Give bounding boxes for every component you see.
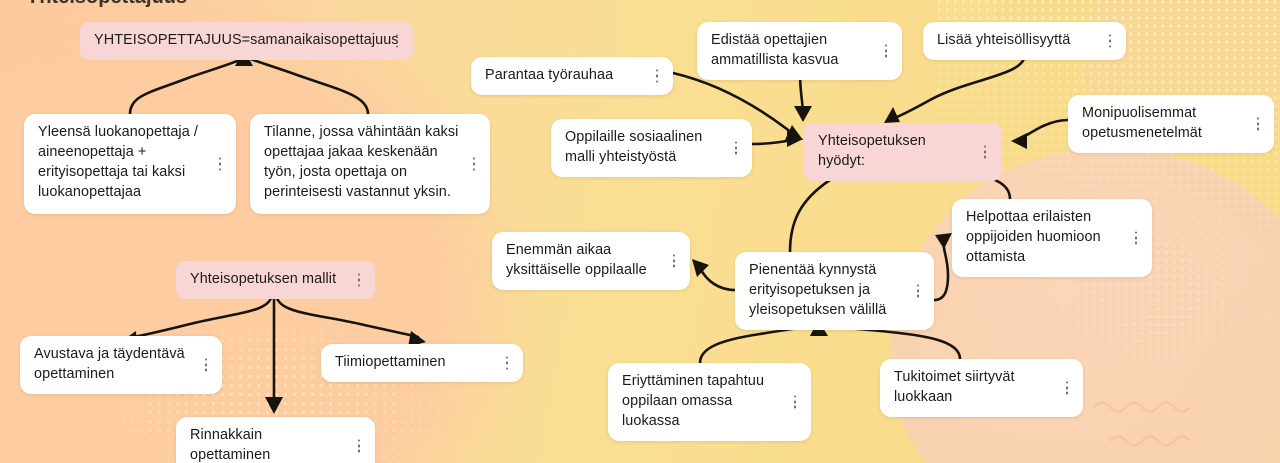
- board-title: Yhteisopettajuus: [26, 0, 187, 9]
- arrowhead: [692, 259, 709, 277]
- node-label: Parantaa työrauhaa: [485, 67, 614, 83]
- arrowhead: [884, 107, 900, 123]
- mindmap-node-benefit-workpeace[interactable]: Parantaa työrauhaa: [471, 57, 673, 95]
- edge-threshold-to-diverse: [932, 238, 950, 302]
- arrowhead: [408, 331, 426, 347]
- edge-models-to-team: [274, 291, 420, 339]
- node-label: Enemmän aikaa yksittäiselle oppilaalle: [506, 242, 647, 278]
- node-label: Yleensä luokanopettaja / aineenopettaja …: [38, 124, 199, 200]
- kebab-menu-icon[interactable]: [1103, 33, 1117, 48]
- kebab-menu-icon[interactable]: [500, 355, 514, 370]
- mindmap-node-benefit-growth[interactable]: Edistää opettajien ammatillista kasvua: [697, 22, 902, 80]
- kebab-menu-icon[interactable]: [788, 394, 802, 409]
- edge-workpeace-to-benefits: [671, 71, 794, 135]
- mindmap-node-model-parallel[interactable]: Rinnakkain opettaminen: [176, 417, 375, 463]
- mindmap-node-root-definition[interactable]: YHTEISOPETTAJUUS=samanaikaisopettajuus: [80, 22, 413, 60]
- node-label: Yhteisopetuksen hyödyt:: [818, 133, 926, 169]
- kebab-menu-icon[interactable]: [879, 43, 893, 58]
- mindmap-node-benefit-methods[interactable]: Monipuolisemmat opetusmenetelmät: [1068, 95, 1274, 153]
- arrowhead: [787, 131, 803, 147]
- node-label: Eriyttäminen tapahtuu oppilaan omassa lu…: [622, 373, 765, 429]
- kebab-menu-icon[interactable]: [390, 33, 404, 48]
- kebab-menu-icon[interactable]: [352, 438, 366, 453]
- node-label: Tukitoimet siirtyvät luokkaan: [894, 369, 1015, 405]
- mindmap-node-detail-support[interactable]: Tukitoimet siirtyvät luokkaan: [880, 359, 1083, 417]
- arrowhead: [265, 397, 283, 414]
- kebab-menu-icon[interactable]: [1129, 230, 1143, 245]
- arrowhead: [935, 233, 952, 249]
- kebab-menu-icon[interactable]: [199, 357, 213, 372]
- mindmap-node-benefit-diverse-learners[interactable]: Helpottaa erilaisten oppijoiden huomioon…: [952, 199, 1152, 277]
- mindmap-node-benefit-social-model[interactable]: Oppilaille sosiaalinen malli yhteistyöst…: [551, 119, 752, 177]
- edge-defwhat-to-root: [246, 56, 370, 116]
- kebab-menu-icon[interactable]: [650, 68, 664, 83]
- kebab-menu-icon[interactable]: [911, 283, 925, 298]
- node-label: Tilanne, jossa vähintään kaksi opettajaa…: [264, 124, 459, 200]
- node-label: YHTEISOPETTAJUUS=samanaikaisopettajuus: [94, 32, 399, 48]
- kebab-menu-icon[interactable]: [1060, 380, 1074, 395]
- mindmap-node-detail-differentiation[interactable]: Eriyttäminen tapahtuu oppilaan omassa lu…: [608, 363, 811, 441]
- node-label: Tiimiopettaminen: [335, 354, 446, 370]
- node-label: Oppilaille sosiaalinen malli yhteistyöst…: [565, 129, 703, 165]
- kebab-menu-icon[interactable]: [352, 272, 366, 287]
- edge-support-to-threshold: [826, 324, 962, 361]
- mindmap-node-model-team[interactable]: Tiimiopettaminen: [321, 344, 523, 382]
- node-label: Yhteisopetuksen mallit: [190, 271, 337, 287]
- node-label: Rinnakkain opettaminen: [190, 427, 271, 463]
- edge-defwho-to-root: [128, 56, 246, 116]
- kebab-menu-icon[interactable]: [729, 140, 743, 155]
- kebab-menu-icon[interactable]: [667, 253, 681, 268]
- edge-threshold-to-moretime: [698, 266, 737, 292]
- mindmap-node-benefit-lower-threshold[interactable]: Pienentää kynnystä erityisopetuksen ja y…: [735, 252, 934, 330]
- edge-models-to-assisting: [126, 291, 274, 340]
- mindmap-node-benefits-root[interactable]: Yhteisopetuksen hyödyt:: [804, 123, 1001, 181]
- node-label: Edistää opettajien ammatillista kasvua: [711, 32, 839, 68]
- node-label: Avustava ja täydentävä opettaminen: [34, 346, 185, 382]
- node-label: Monipuolisemmat opetusmenetelmät: [1082, 105, 1202, 141]
- edge-methods-to-benefits: [1020, 118, 1070, 140]
- mindmap-node-def-who[interactable]: Yleensä luokanopettaja / aineenopettaja …: [24, 114, 236, 214]
- kebab-menu-icon[interactable]: [1251, 116, 1265, 131]
- kebab-menu-icon[interactable]: [467, 157, 481, 172]
- edge-differentiation-to-threshold: [698, 324, 814, 365]
- mindmap-node-model-assisting[interactable]: Avustava ja täydentävä opettaminen: [20, 336, 222, 394]
- edge-social-to-benefits: [750, 138, 794, 146]
- kebab-menu-icon[interactable]: [978, 144, 992, 159]
- mindmap-node-def-what[interactable]: Tilanne, jossa vähintään kaksi opettajaa…: [250, 114, 490, 214]
- node-label: Helpottaa erilaisten oppijoiden huomioon…: [966, 209, 1101, 265]
- arrowhead: [1011, 133, 1027, 149]
- node-label: Lisää yhteisöllisyyttä: [937, 32, 1071, 48]
- arrowhead: [794, 106, 812, 122]
- edge-community-to-benefits: [888, 52, 1027, 122]
- mindmap-node-benefit-community[interactable]: Lisää yhteisöllisyyttä: [923, 22, 1126, 60]
- kebab-menu-icon[interactable]: [213, 157, 227, 172]
- mindmap-node-benefit-more-time[interactable]: Enemmän aikaa yksittäiselle oppilaalle: [492, 232, 690, 290]
- mindmap-node-models-root[interactable]: Yhteisopetuksen mallit: [176, 261, 375, 299]
- node-label: Pienentää kynnystä erityisopetuksen ja y…: [749, 262, 887, 318]
